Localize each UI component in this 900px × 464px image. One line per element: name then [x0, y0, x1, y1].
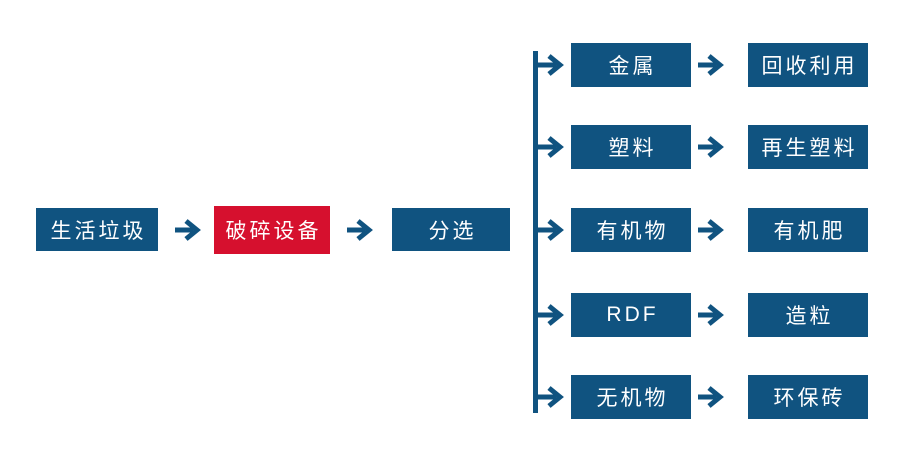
node-output: 环保砖 — [748, 375, 868, 419]
right-arrow-icon — [697, 53, 727, 77]
branch-arrow-icon — [536, 218, 567, 242]
node-material: 塑料 — [571, 125, 691, 169]
branch-arrow-icon — [536, 385, 567, 409]
right-arrow-icon — [697, 135, 727, 159]
right-arrow-icon — [346, 218, 376, 242]
node-output: 回收利用 — [748, 43, 868, 87]
node-output: 再生塑料 — [748, 125, 868, 169]
node-material: 金属 — [571, 43, 691, 87]
branch-arrow-icon — [536, 135, 567, 159]
node-crushing-equipment: 破碎设备 — [214, 206, 330, 254]
node-output: 造粒 — [748, 293, 868, 337]
right-arrow-icon — [697, 385, 727, 409]
branch-arrow-icon — [536, 53, 567, 77]
branch-arrow-icon — [536, 303, 567, 327]
right-arrow-icon — [697, 303, 727, 327]
node-material: 无机物 — [571, 375, 691, 419]
node-material: 有机物 — [571, 208, 691, 252]
node-household-waste: 生活垃圾 — [36, 208, 158, 251]
node-sorting: 分选 — [392, 208, 510, 251]
node-material: RDF — [571, 293, 691, 337]
trunk-connector-line — [533, 51, 538, 413]
right-arrow-icon — [174, 218, 204, 242]
right-arrow-icon — [697, 218, 727, 242]
node-output: 有机肥 — [748, 208, 868, 252]
